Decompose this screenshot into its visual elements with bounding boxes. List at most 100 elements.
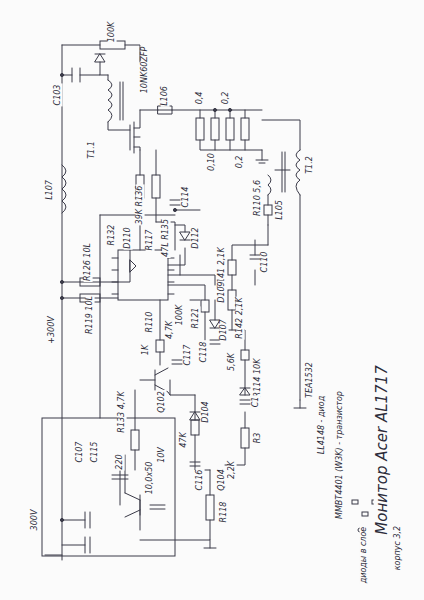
inductor-symbol (158, 106, 172, 114)
wire (168, 210, 200, 265)
resistor-symbol (241, 428, 249, 448)
resistor-symbol (191, 420, 199, 435)
part-label: L107 (46, 179, 55, 201)
resistor-symbol (196, 118, 204, 140)
transformer-symbol (296, 150, 300, 195)
capacitor-symbol (72, 68, 80, 82)
part-label: C118 (200, 341, 209, 364)
resistor-symbol (131, 430, 139, 450)
inductor-symbol (268, 175, 271, 195)
resistor-symbol (206, 495, 214, 520)
resistor-symbol (156, 340, 164, 352)
part-label: 0,2 (236, 155, 245, 170)
part-label: T1.2 (306, 155, 315, 175)
diode-symbol (95, 54, 105, 62)
part-label: корпус 3,2 (394, 525, 403, 571)
transformer-symbol (108, 80, 112, 122)
resistor-symbol (264, 205, 272, 215)
part-label: R133 4,7K (118, 390, 127, 433)
capacitor-symbol (85, 512, 90, 553)
part-label: D104 (202, 400, 211, 423)
ground-symbol (294, 400, 306, 408)
parts-sketch (362, 512, 368, 516)
diode-symbol (95, 54, 105, 55)
ic-symbol (118, 250, 168, 300)
circuit-frame (42, 418, 175, 556)
wire (62, 45, 140, 62)
capacitor-symbol (240, 400, 250, 404)
capacitor-symbol (172, 360, 182, 364)
part-label: C114 (182, 186, 191, 209)
resistor-symbol (228, 260, 236, 275)
wire (62, 250, 130, 298)
part-label: MMBT4401 (W3K) - транзистор (336, 390, 345, 520)
junction-dot (60, 296, 63, 299)
part-label: C103 (54, 84, 63, 107)
wire (200, 140, 262, 150)
diode-symbol (240, 388, 250, 389)
part-label: R126 10L (84, 242, 93, 282)
diode-symbol (210, 328, 220, 329)
resistor-symbol (241, 350, 249, 360)
part-label: TEA1532 (306, 361, 315, 399)
part-label: 10V (158, 446, 167, 464)
diode-symbol (130, 260, 136, 272)
capacitor-symbol (112, 475, 128, 479)
ground-symbol (204, 540, 216, 548)
part-label: C116 (196, 469, 205, 492)
part-label: 47L R135 (162, 218, 171, 258)
part-label: 1K (142, 344, 151, 356)
part-label: D107 (220, 318, 229, 341)
part-label: C117 (184, 344, 193, 367)
wire (45, 45, 300, 560)
part-label: R121 (192, 307, 201, 330)
part-label: 100K (176, 304, 185, 327)
resistor-symbol (241, 118, 249, 140)
wire (168, 285, 245, 465)
transformer-symbol (108, 80, 300, 195)
wire (62, 45, 63, 560)
transistor-symbol (125, 455, 126, 493)
part-label: 0,10 (208, 152, 217, 172)
part-label: 10,0x50 (146, 461, 155, 496)
inductor-symbol (62, 165, 66, 213)
part-label: D110 (124, 226, 133, 249)
part-label: 39K R136 (136, 185, 145, 226)
transistor-symbol (125, 368, 170, 517)
transformer-symbol (282, 152, 285, 192)
part-label: T1.1 (88, 140, 97, 160)
junction-dot (60, 73, 231, 521)
part-label: R114 10K (254, 358, 263, 399)
part-label: L105 (276, 199, 285, 221)
junction-dot (228, 108, 231, 111)
part-label: D109 (218, 280, 227, 303)
page-title: Монитор Acer AL1717 (374, 364, 391, 535)
part-label: C110 (261, 251, 270, 274)
transformer-symbol (120, 82, 123, 120)
part-label: R132 (108, 224, 117, 247)
part-label: 2,2K (228, 460, 237, 480)
part-label: 10NK60ZFP (141, 46, 150, 95)
part-label: диоды в слое (360, 526, 369, 585)
part-label: 4,7K (166, 320, 175, 340)
capacitor-symbol (210, 340, 220, 344)
part-label: Q102 (158, 390, 167, 414)
part-label: R110 (146, 311, 155, 334)
diode-symbol (95, 54, 250, 420)
part-label: R118 (220, 501, 229, 524)
junction-dot (173, 208, 176, 211)
part-label: +300V (48, 315, 57, 344)
part-label: C107 (76, 441, 85, 464)
part-label: R142 2,1K (236, 296, 245, 339)
part-label: R110 5,6 (254, 179, 263, 217)
part-label: 5,6K (228, 352, 237, 372)
part-label: 47K (180, 431, 189, 448)
part-label: L106 (161, 85, 170, 107)
diode-symbol (190, 412, 200, 413)
capacitor-symbol (170, 200, 180, 205)
part-label: 100K (108, 21, 117, 44)
part-label: C115 (91, 441, 100, 464)
part-label: 300V (31, 509, 40, 532)
part-label: 0,2 (222, 91, 231, 106)
part-label: 220 (116, 453, 125, 470)
